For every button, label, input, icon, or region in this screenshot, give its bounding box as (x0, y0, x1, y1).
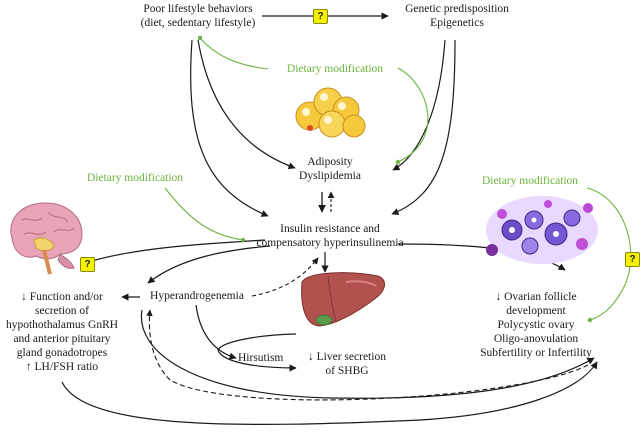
node-brain-effects-line: gland gonadotropes (16, 347, 108, 359)
dietary-modification-left: Dietary modification (86, 172, 184, 184)
arrow-liver-to-hyperandrogenemia (217, 333, 297, 372)
node-lifestyle: Poor lifestyle behaviors (diet, sedentar… (128, 2, 268, 30)
node-ovary-effects-line: Polycystic ovary (497, 319, 575, 331)
arrow-lifestyle-to-adiposity (197, 39, 296, 170)
node-liver-line: of SHBG (325, 365, 369, 377)
node-ovary-effects-line: development (506, 305, 566, 317)
node-brain-effects-line: ↓ Function and/or (21, 291, 103, 303)
arrow-brain-to-ovary (61, 361, 598, 425)
node-hirsutism: Hirsutism (238, 352, 284, 364)
dietary-modification-top: Dietary modification (286, 63, 384, 75)
node-insulin-line: Insulin resistance and (280, 223, 380, 235)
node-brain-effects: ↓ Function and/or secretion of hypothoth… (2, 290, 122, 374)
arrow-genetic-to-adiposity (392, 39, 446, 171)
node-liver-shbg: ↓ Liver secretion of SHBG (292, 350, 402, 378)
node-adiposity: Adiposity Dyslipidemia (290, 155, 370, 183)
node-genetic-line: Genetic predisposition (405, 3, 509, 15)
node-ovary-effects-line: Oligo-anovulation (493, 333, 579, 345)
node-insulin-resistance: Insulin resistance and compensatory hype… (250, 222, 410, 250)
node-brain-effects-line: and anterior pituitary (13, 333, 111, 345)
question-badge-top: ? (313, 9, 328, 24)
question-badge-brain: ? (80, 257, 95, 272)
arrow-insulin-to-hyperandrogenemia (147, 245, 271, 284)
node-genetic-line: Epigenetics (430, 17, 484, 29)
fat-cells-icon (295, 87, 366, 138)
dietary-modification-right: Dietary modification (481, 175, 579, 187)
arrow-genetic-to-insulin (391, 39, 456, 215)
arrow-lifestyle-to-insulin (190, 39, 269, 217)
arrow-hyperandrogenemia-to-hirsutism (195, 304, 237, 360)
node-genetic: Genetic predisposition Epigenetics (392, 2, 522, 30)
node-adiposity-line: Dyslipidemia (299, 170, 361, 182)
arrow-hyperandrogenemia-to-insulin (251, 257, 319, 297)
arrow-ovary-to-hyperandrogenemia (146, 309, 589, 401)
arrow-hyperandrogenemia-to-ovary (140, 309, 595, 399)
node-liver-line: ↓ Liver secretion (308, 351, 386, 363)
node-ovary-effects: ↓ Ovarian follicle development Polycysti… (472, 290, 600, 360)
node-brain-effects-line: ↑ LH/FSH ratio (25, 361, 99, 373)
ovary-icon (486, 196, 598, 264)
node-brain-effects-line: secretion of (35, 305, 89, 317)
node-lifestyle-line: (diet, sedentary lifestyle) (140, 17, 256, 29)
node-lifestyle-line: Poor lifestyle behaviors (143, 3, 253, 15)
node-ovary-effects-line: Subfertility or Infertility (480, 347, 592, 359)
node-brain-effects-line: hypothothalamus GnRH (5, 319, 119, 331)
liver-icon (301, 272, 385, 327)
brain-icon (10, 202, 83, 275)
dietary-left-to-insulin (164, 187, 246, 243)
dietary-right-to-ovary (586, 187, 632, 323)
node-insulin-line: compensatory hyperinsulinemia (256, 237, 404, 249)
node-adiposity-line: Adiposity (307, 156, 353, 168)
dietary-top-to-adiposity (395, 67, 429, 165)
question-badge-ovary: ? (625, 252, 640, 267)
node-hyperandrogenemia: Hyperandrogenemia (150, 290, 244, 302)
arrow-insulin-to-brain (81, 239, 266, 266)
dietary-top-to-lifestyle (197, 35, 269, 70)
node-ovary-effects-line: ↓ Ovarian follicle (495, 291, 577, 303)
